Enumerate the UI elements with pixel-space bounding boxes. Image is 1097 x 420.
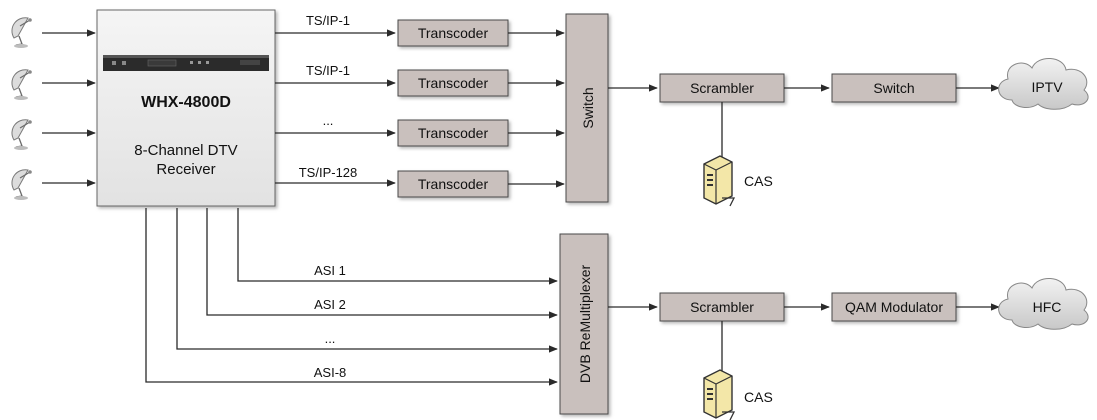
transcoder-box: Transcoder bbox=[397, 170, 509, 198]
ts-output-label: TS/IP-1 bbox=[306, 63, 350, 78]
ts-output-label: ... bbox=[323, 113, 334, 128]
ip-switch-label: Switch bbox=[580, 87, 596, 128]
transcoder-label: Transcoder bbox=[418, 25, 489, 41]
ts-output-label: TS/IP-1 bbox=[306, 13, 350, 28]
hfc-cloud: HFC bbox=[998, 278, 1089, 330]
receiver-description-line1: 8-Channel DTV bbox=[134, 142, 237, 159]
iptv-scrambler-box: Scrambler bbox=[659, 73, 785, 103]
iptv-switch-label: Switch bbox=[873, 80, 914, 96]
qam-modulator-label: QAM Modulator bbox=[845, 299, 943, 315]
receiver-description-line2: Receiver bbox=[156, 161, 215, 178]
satellite-dish-icon bbox=[11, 119, 33, 151]
transcoder-box: Transcoder bbox=[397, 69, 509, 97]
rack-unit-icon bbox=[103, 55, 269, 71]
satellite-dishes bbox=[11, 17, 33, 201]
iptv-cloud-label: IPTV bbox=[1031, 79, 1063, 95]
cas-server-icon bbox=[703, 155, 735, 207]
receiver-model: WHX-4800D bbox=[141, 94, 231, 111]
remultiplexer-box: DVB ReMultiplexer bbox=[559, 233, 609, 415]
transcoders: Transcoder Transcoder Transcoder Transco… bbox=[397, 19, 509, 198]
asi-output-labels: ASI 1 ASI 2 ... ASI-8 bbox=[314, 263, 347, 380]
cas-server-icon bbox=[703, 369, 735, 420]
cloud-icon bbox=[998, 278, 1089, 330]
ts-output-lines bbox=[275, 29, 396, 187]
transcoder-label: Transcoder bbox=[418, 125, 489, 141]
iptv-cloud: IPTV bbox=[998, 58, 1089, 110]
hfc-scrambler-box: Scrambler bbox=[659, 292, 785, 322]
asi-output-label: ASI 1 bbox=[314, 263, 346, 278]
dish-input-lines bbox=[42, 29, 96, 187]
receiver-box: WHX-4800D 8-Channel DTV Receiver bbox=[96, 9, 276, 207]
satellite-dish-icon bbox=[11, 69, 33, 101]
remultiplexer-label: DVB ReMultiplexer bbox=[577, 265, 593, 384]
hfc-cloud-label: HFC bbox=[1033, 299, 1062, 315]
asi-output-label: ... bbox=[325, 331, 336, 346]
transcoder-to-switch-lines bbox=[508, 29, 565, 188]
transcoder-box: Transcoder bbox=[397, 19, 509, 47]
ts-output-label: TS/IP-128 bbox=[299, 165, 358, 180]
iptv-scrambler-label: Scrambler bbox=[690, 80, 754, 96]
iptv-cas-label: CAS bbox=[744, 173, 773, 189]
hfc-scrambler-label: Scrambler bbox=[690, 299, 754, 315]
transcoder-label: Transcoder bbox=[418, 75, 489, 91]
iptv-switch-box: Switch bbox=[831, 73, 957, 103]
asi-output-label: ASI-8 bbox=[314, 365, 347, 380]
ip-switch-box: Switch bbox=[565, 13, 609, 203]
asi-output-label: ASI 2 bbox=[314, 297, 346, 312]
qam-modulator-box: QAM Modulator bbox=[831, 292, 957, 322]
asi-output-lines bbox=[145, 208, 558, 386]
transcoder-box: Transcoder bbox=[397, 119, 509, 147]
transcoder-label: Transcoder bbox=[418, 176, 489, 192]
satellite-dish-icon bbox=[11, 17, 33, 49]
cloud-icon bbox=[998, 58, 1089, 110]
satellite-dish-icon bbox=[11, 169, 33, 201]
hfc-cas-label: CAS bbox=[744, 389, 773, 405]
ts-output-labels: TS/IP-1 TS/IP-1 ... TS/IP-128 bbox=[299, 13, 358, 180]
